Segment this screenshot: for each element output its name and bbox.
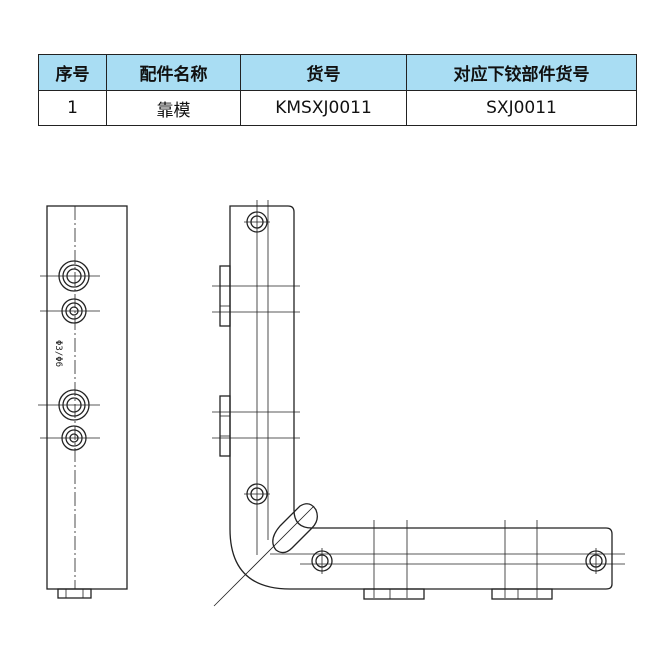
header-hinge-item-number: 对应下铰部件货号 xyxy=(406,54,637,91)
through-hole xyxy=(40,425,100,451)
bracket-tab xyxy=(491,588,553,600)
side-view: Φ3/Φ6 xyxy=(38,205,128,599)
header-index: 序号 xyxy=(38,54,107,91)
l-bracket-view xyxy=(212,200,625,607)
dimension-label: Φ3/Φ6 xyxy=(53,340,63,367)
cell-part-name: 靠模 xyxy=(106,90,241,126)
through-hole xyxy=(40,298,100,324)
diagonal-centerline xyxy=(213,505,315,607)
bracket-tab xyxy=(219,265,231,327)
bracket-outline xyxy=(229,205,613,590)
counterbore-hole xyxy=(40,260,100,292)
table-header-row: 序号 配件名称 货号 对应下铰部件货号 xyxy=(38,54,637,91)
mounting-hole xyxy=(244,483,270,505)
mounting-hole xyxy=(244,211,270,233)
cell-hinge-item-number: SXJ0011 xyxy=(406,90,637,126)
cell-item-number: KMSXJ0011 xyxy=(240,90,407,126)
cell-index: 1 xyxy=(38,90,107,126)
mounting-hole xyxy=(585,548,607,574)
side-view-tab xyxy=(57,588,92,599)
parts-table: 序号 配件名称 货号 对应下铰部件货号 1 靠模 KMSXJ0011 SXJ00… xyxy=(38,54,637,126)
table-row: 1 靠模 KMSXJ0011 SXJ0011 xyxy=(38,90,637,126)
mounting-hole xyxy=(311,548,333,574)
corner-slot xyxy=(272,503,318,554)
bracket-tab xyxy=(219,395,231,457)
bracket-tab xyxy=(363,588,425,600)
counterbore-hole xyxy=(38,389,100,421)
